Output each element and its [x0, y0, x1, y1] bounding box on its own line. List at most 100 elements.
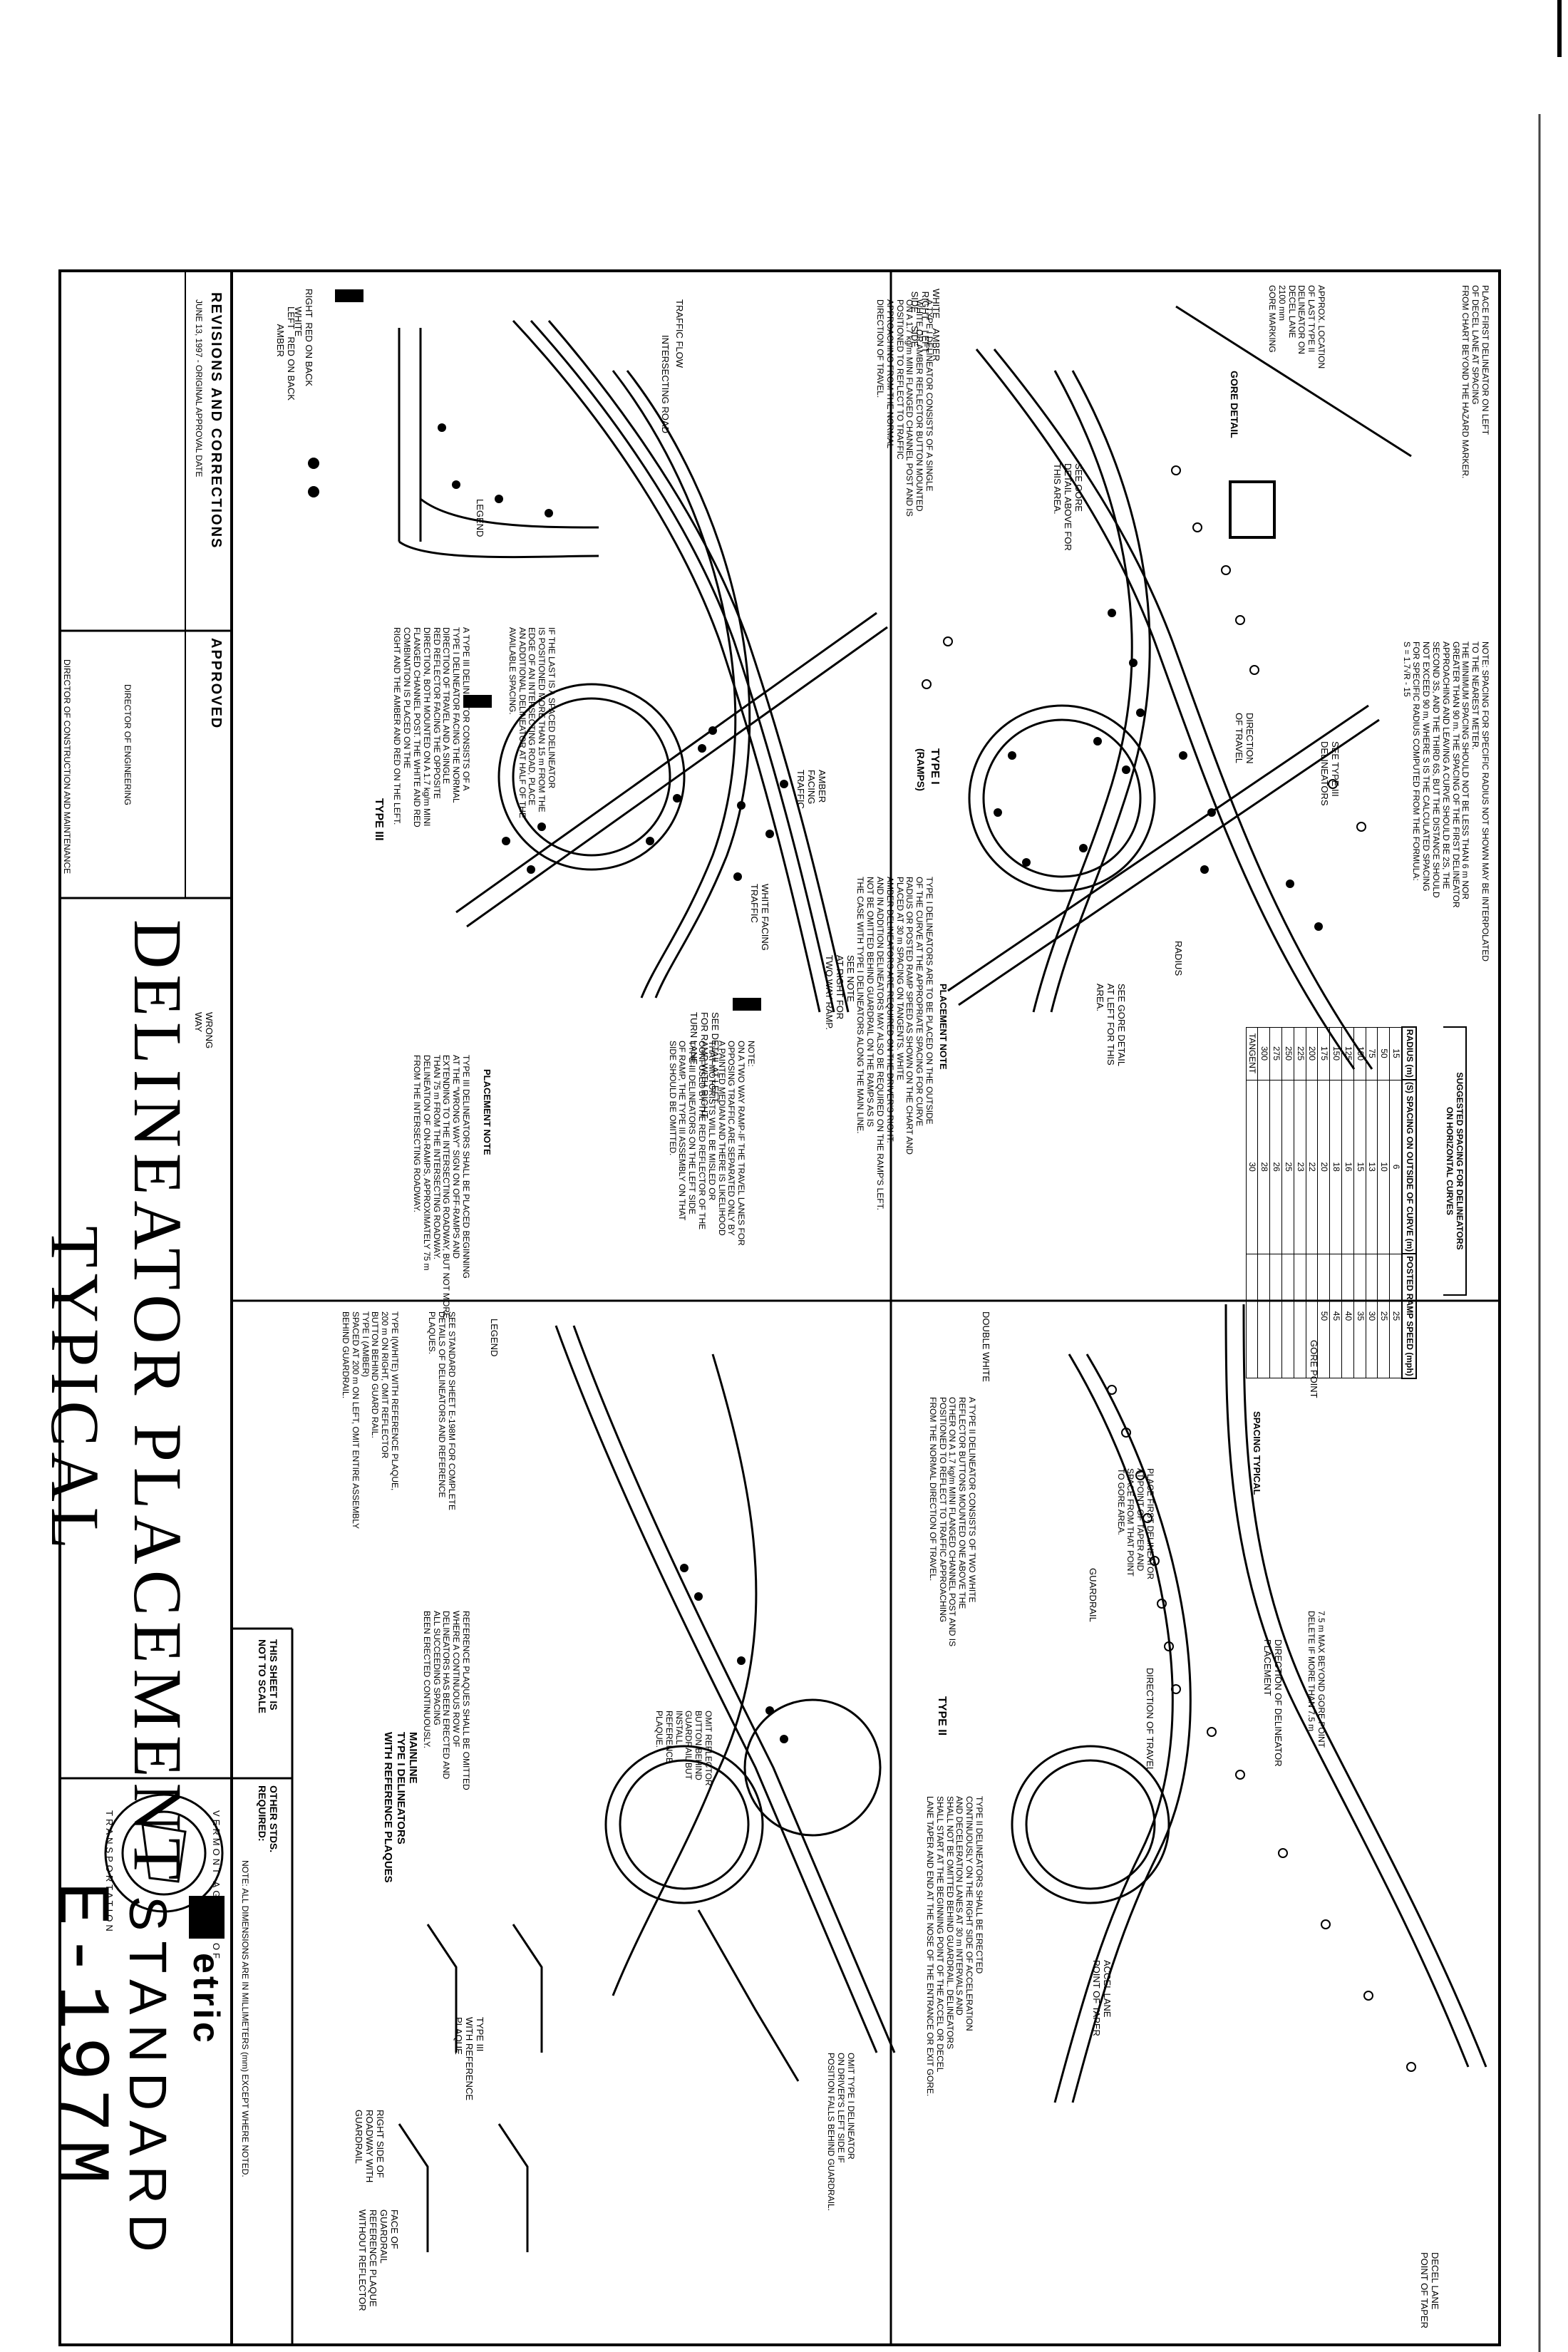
mainline-legend-heading: LEGEND — [489, 1319, 500, 1357]
type-i-white-label: WHITE AMBER RIGHT LEFT SIDE SIDE — [909, 289, 942, 361]
table-cell: 125 — [1341, 1027, 1354, 1080]
mainline-omit-type-i: OMIT TYPE I DELINEATOR ON DRIVER'S LEFT … — [826, 2053, 856, 2212]
type-iii-spaced-note: IF THE LAST IS A SPACED DELINEATOR IS PO… — [507, 627, 557, 818]
type-ii-heading: TYPE II — [936, 1696, 948, 1736]
type-i-see-type-iii: SEE TYPE III DELINEATORS — [1319, 741, 1341, 806]
table-cell: 18 — [1329, 1080, 1342, 1254]
type-i-subheading: (RAMPS) — [915, 748, 927, 791]
spacing-table-grid: RADIUS (m) (S) SPACING ON OUTSIDE OF CUR… — [1246, 1026, 1417, 1379]
type-iii-see-note: SEE NOTE AT RIGHT FOR TWO WAY RAMP. — [824, 955, 856, 1030]
type-i-place-first: PLACE FIRST DELINEATOR ON LEFT OF DECEL … — [1460, 285, 1490, 479]
type-iii-red-back: LEFT RED ON BACK AMBER — [275, 306, 296, 401]
type-i-delineators — [994, 609, 1323, 931]
table-cell: 250 — [1281, 1027, 1294, 1080]
table-cell: 13 — [1366, 1080, 1378, 1254]
type-ii-direction-delineator: DIRECTION OF DELINEATOR PLACEMENT — [1262, 1639, 1284, 1767]
table-cell: 15 — [1389, 1027, 1403, 1080]
table-cell: 30 — [1246, 1080, 1258, 1254]
mainline-type-iii-ref: TYPE III WITH REFERENCE PLAQUE — [453, 2017, 485, 2100]
type-i-radius-label: RADIUS — [1173, 941, 1184, 976]
metric-word: etric — [185, 1953, 227, 2046]
type-ii-place-first: PLACE FIRST DELINEATOR AT POINT OF TAPER… — [1115, 1468, 1155, 1580]
director-construction-label: DIRECTOR OF CONSTRUCTION AND MAINTENANCE — [62, 659, 72, 875]
table-cell: 6 — [1389, 1080, 1403, 1254]
table-cell: 30 — [1366, 1254, 1378, 1378]
table-cell: 20 — [1317, 1080, 1330, 1254]
mainline-see-standard: SEE STANDARD SHEET E-198M FOR COMPLETE D… — [427, 1311, 457, 1510]
type-ii-placement-note: TYPE II DELINEATORS SHALL BE ERECTED CON… — [925, 1796, 984, 2097]
type-iii-traffic-flow: TRAFFIC FLOW — [674, 299, 685, 368]
table-cell: 100 — [1353, 1027, 1366, 1080]
type-iii-wrong-way: WRONG WAY — [193, 1012, 215, 1049]
exit-sign — [1229, 480, 1276, 539]
dimensions-note: NOTE: ALL DIMENSIONS ARE IN MILLIMETERS … — [240, 1860, 250, 2177]
mainline-heading: MAINLINE TYPE I DELINEATORS WITH REFEREN… — [382, 1732, 420, 1883]
type-iii-legend-heading: LEGEND — [475, 499, 485, 537]
spacing-typical: SPACING TYPICAL — [1252, 1411, 1262, 1495]
mainline-omit-reflector: OMIT REFLECTOR BUTTON BEHIND GUARDRAIL B… — [654, 1711, 713, 1786]
sheet-title-line2: TYPICAL — [37, 1226, 113, 1555]
spacing-table-title: SUGGESTED SPACING FOR DELINEATORS ON HOR… — [1443, 1026, 1468, 1296]
table-cell: 300 — [1257, 1027, 1270, 1080]
table-cell — [1281, 1254, 1294, 1378]
table-cell: 25 — [1377, 1254, 1390, 1378]
type-iii-two-way-note: NOTE: ON A TWO WAY RAMP-IF THE TRAVEL LA… — [667, 1041, 756, 1246]
type-iii-interchange — [398, 319, 888, 1013]
table-cell: 45 — [1329, 1254, 1342, 1378]
type-i-placement-note: TYPE I DELINEATORS ARE TO BE PLACED ON T… — [855, 877, 934, 1210]
mainline-right-side: RIGHT SIDE OF ROADWAY WITH GUARDRAIL — [354, 2110, 386, 2183]
type-i-placement-heading: PLACEMENT NOTE — [938, 984, 949, 1070]
table-cell: 50 — [1377, 1027, 1390, 1080]
not-to-scale-note: THIS SHEET IS NOT TO SCALE — [256, 1639, 279, 1713]
type-iii-legend-text: A TYPE III DELINEATOR CONSISTS OF A TYPE… — [392, 627, 471, 827]
table-cell: 26 — [1269, 1080, 1282, 1254]
revisions-heading: REVISIONS AND CORRECTIONS — [208, 292, 224, 550]
type-iii-placement-heading: PLACEMENT NOTE — [482, 1069, 492, 1155]
type-iii-heading: TYPE III — [373, 798, 385, 841]
table-cell: 275 — [1269, 1027, 1282, 1080]
table-cell: 25 — [1389, 1254, 1403, 1378]
type-i-see-gore-detail: SEE GORE DETAIL AT LEFT FOR THIS AREA. — [1095, 984, 1127, 1067]
type-ii-max-beyond: 7.5 m MAX BEYOND GORE POINT DELETE IF MO… — [1306, 1611, 1326, 1748]
table-cell: 175 — [1317, 1027, 1330, 1080]
table-cell: TANGENT — [1246, 1027, 1258, 1080]
type-ii-guardrail: GUARDRAIL — [1088, 1568, 1098, 1622]
table-cell: 225 — [1294, 1027, 1306, 1080]
type-ii-delineators — [1107, 1385, 1416, 2072]
vtrans-seal — [104, 1793, 224, 1913]
table-cell: 35 — [1353, 1254, 1366, 1378]
type-i-spacing-note: NOTE: SPACING FOR SPECIFIC RADIUS NOT SH… — [1401, 641, 1490, 961]
table-cell: 150 — [1329, 1027, 1342, 1080]
revision-entry: JUNE 13, 1997 - ORIGINAL APPROVAL DATE — [194, 299, 204, 478]
table-cell — [1269, 1254, 1282, 1378]
gore-approx-location: APPROX. LOCATION OF LAST TYPE II DELINEA… — [1267, 285, 1326, 369]
type-i-heading: TYPE I — [929, 748, 941, 785]
table-cell: 75 — [1366, 1027, 1378, 1080]
type-ii-double-white: DOUBLE WHITE — [981, 1311, 991, 1382]
mainline-interchange — [398, 1325, 896, 2252]
type-iii-placement-note: TYPE III DELINEATORS SHALL BE PLACED BEG… — [412, 1055, 471, 1319]
col-radius: RADIUS (m) — [1402, 1027, 1416, 1080]
type-i-see-gore: SEE GORE DETAIL ABOVE FOR THIS AREA. — [1052, 463, 1084, 551]
spacing-table: SUGGESTED SPACING FOR DELINEATORS ON HOR… — [1232, 1026, 1493, 1379]
type-ii-direction-travel: DIRECTION OF TRAVEL — [1145, 1668, 1155, 1773]
type-ii-legend-text: A TYPE II DELINEATOR CONSISTS OF TWO WHI… — [927, 1397, 977, 1647]
gore-point-label: GORE POINT — [1309, 1340, 1319, 1398]
standard-word: STANDARD — [118, 1896, 177, 2262]
type-ii-accel-lane: ACCEL LANE POINT OF TAPER — [1091, 1960, 1113, 2036]
col-speed: POSTED RAMP SPEED (mph) — [1402, 1254, 1416, 1378]
table-cell: 15 — [1353, 1080, 1366, 1254]
table-cell: 28 — [1257, 1080, 1270, 1254]
other-stds-label: OTHER STDS. REQUIRED: — [256, 1785, 279, 1853]
